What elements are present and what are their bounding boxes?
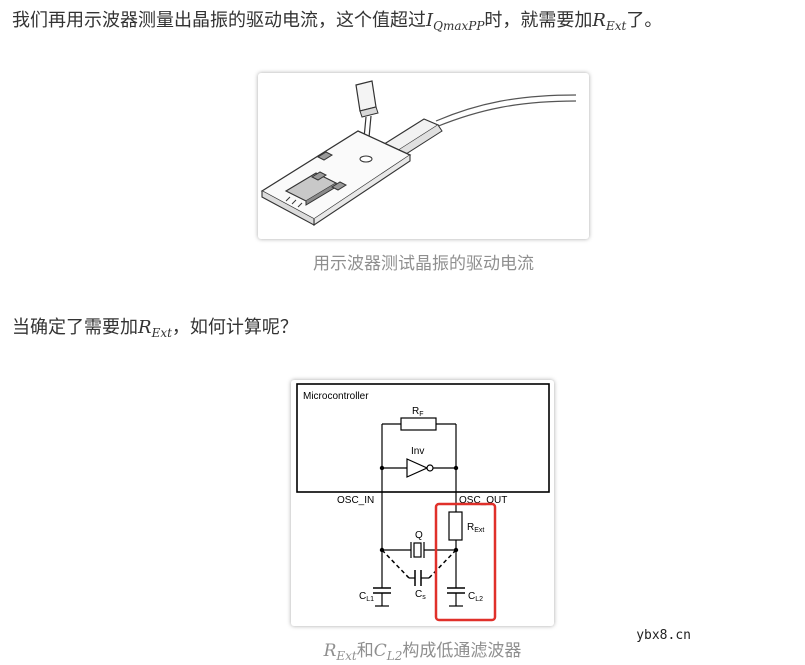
probe-illustration (260, 80, 577, 227)
circuit-diagram: Microcontroller RF Inv OSC_IN OSC_OUT RE… (296, 383, 550, 622)
svg-text:RF: RF (412, 406, 424, 418)
figure-circuit-schematic: Microcontroller RF Inv OSC_IN OSC_OUT RE… (291, 380, 554, 626)
paragraph-1-text-b: 时，就需要加 (484, 10, 593, 31)
watermark: ybx8.cn (636, 628, 691, 643)
mcu-box (296, 383, 550, 493)
paragraph-2: 当确定了需要加RExt，如何计算呢？ (12, 315, 298, 346)
paragraph-1-text-c: 了。 (626, 10, 663, 31)
inv-label: Inv (411, 446, 424, 457)
rext-resistor (448, 511, 463, 541)
svg-text:CL2: CL2 (468, 591, 483, 603)
mcu-label: Microcontroller (303, 391, 369, 402)
figure-2-caption: RExt和CL2构成低通滤波器 (323, 641, 522, 663)
svg-text:CL1: CL1 (359, 591, 374, 603)
paragraph-1-text-a: 我们再用示波器测量出晶振的驱动电流，这个值超过 (12, 10, 426, 31)
paragraph-1: 我们再用示波器测量出晶振的驱动电流，这个值超过IQmaxPP时，就需要加RExt… (12, 8, 662, 39)
figure-oscilloscope-probe (258, 73, 589, 239)
osc-in-label: OSC_IN (337, 495, 374, 506)
svg-text:RExt: RExt (467, 522, 484, 534)
rext-cl2-highlight (434, 502, 497, 622)
rf-resistor (400, 417, 437, 431)
osc-out-label: OSC_OUT (459, 495, 507, 506)
crystal-q (413, 542, 422, 558)
caption-math-c-l2: CL2 (373, 641, 403, 663)
math-r-ext-2: RExt (138, 317, 172, 340)
q-label: Q (415, 530, 423, 541)
inverter-symbol (406, 458, 429, 478)
figure-1-caption: 用示波器测试晶振的驱动电流 (313, 254, 534, 274)
math-r-ext: RExt (592, 10, 627, 33)
caption-math-r-ext: RExt (323, 641, 357, 663)
svg-text:Cs: Cs (415, 589, 426, 601)
math-i-qmaxpp: IQmaxPP (426, 10, 485, 33)
paragraph-2-text-a: 当确定了需要加 (12, 317, 138, 338)
paragraph-2-text-b: ，如何计算呢？ (171, 317, 298, 338)
